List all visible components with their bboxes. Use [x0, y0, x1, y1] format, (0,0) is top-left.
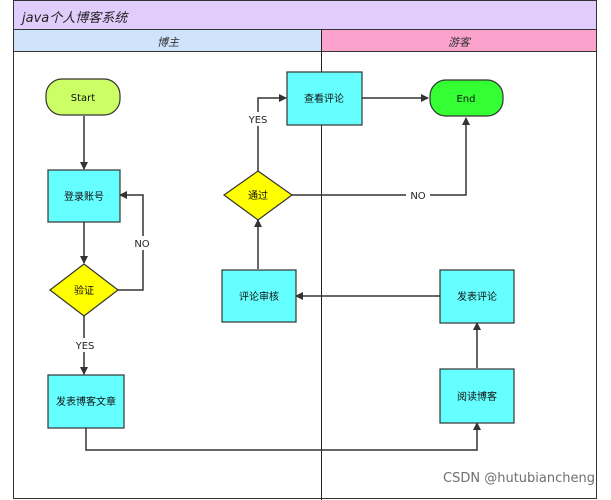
publish-post-process: [47, 374, 125, 429]
edge-publish-post-to-read-blog: [85, 422, 481, 451]
edge-label-verify-no: NO: [134, 239, 149, 250]
pass-decision: [222, 170, 294, 221]
diagram-title: java个人博客系统: [22, 11, 128, 26]
publish-comment-process: [439, 269, 515, 324]
publish-comment-label: 发表评论: [457, 290, 497, 303]
label-bg-pass-yes: [243, 112, 273, 126]
read-blog-label: 阅读博客: [457, 390, 497, 403]
title-bar: java个人博客系统: [14, 1, 596, 30]
lane-label-visitor: 游客: [448, 36, 470, 49]
label-bg-verify-yes: [71, 338, 99, 352]
view-comment-process: [286, 71, 363, 126]
review-comment-label: 评论审核: [239, 290, 279, 303]
end-label: End: [456, 94, 475, 105]
read-blog-process: [439, 368, 515, 424]
edge-label-pass-yes: YES: [248, 115, 268, 126]
start-label: Start: [71, 93, 96, 104]
verify-label: 验证: [74, 284, 94, 297]
edge-pass-yes-to-view-comment: [257, 94, 287, 171]
view-comment-label: 查看评论: [304, 92, 344, 105]
edge-label-verify-yes: YES: [75, 341, 95, 352]
verify-decision: [49, 263, 119, 317]
end-node: [429, 79, 504, 117]
review-comment-process: [221, 269, 297, 323]
label-bg-verify-no: [131, 236, 153, 250]
lane-header-blogger: 博主: [14, 30, 322, 52]
login-label: 登录账号: [64, 190, 104, 203]
label-bg-pass-no: [406, 188, 430, 202]
edge-pass-no-to-end: [292, 117, 470, 196]
lane-header-visitor: 游客: [322, 30, 596, 52]
publish-post-label: 发表博客文章: [56, 395, 116, 408]
start-node: [45, 78, 121, 116]
lane-divider: [321, 30, 323, 500]
lane-label-blogger: 博主: [157, 36, 179, 49]
login-process: [47, 169, 121, 223]
edge-label-pass-no: NO: [410, 191, 425, 202]
csdn-watermark: CSDN @hutubiancheng: [443, 471, 595, 486]
pass-label: 通过: [248, 189, 268, 202]
